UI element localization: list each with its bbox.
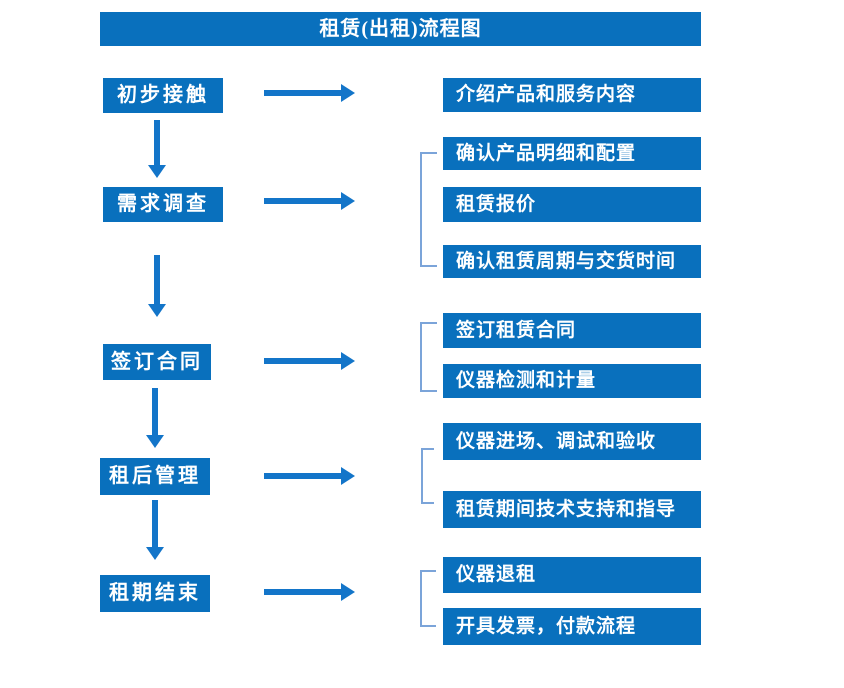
detail-box-instrument-setup-acceptance: 仪器进场、调试和验收: [443, 423, 701, 460]
arrow-head: [148, 165, 166, 178]
arrow-head: [146, 435, 164, 448]
arrow-shaft: [152, 388, 158, 436]
arrow-head: [148, 304, 166, 317]
step-box-sign-contract: 签订合同: [103, 344, 211, 380]
arrow-shaft: [154, 255, 160, 305]
arrow-down-icon: [146, 500, 164, 560]
arrow-down-icon: [148, 120, 166, 178]
detail-box-confirm-product-config: 确认产品明细和配置: [443, 137, 701, 170]
arrow-head: [341, 192, 355, 210]
detail-box-rental-quote: 租赁报价: [443, 187, 701, 222]
detail-box-tech-support-guidance: 租赁期间技术支持和指导: [443, 491, 701, 528]
detail-box-confirm-period-delivery: 确认租赁周期与交货时间: [443, 245, 701, 278]
arrow-head: [341, 583, 355, 601]
arrow-shaft: [264, 90, 342, 96]
group-bracket-icon: [420, 152, 437, 267]
detail-box-instrument-return: 仪器退租: [443, 557, 701, 593]
arrow-right-icon: [264, 583, 355, 601]
arrow-right-icon: [264, 467, 355, 485]
step-box-demand-survey: 需求调查: [103, 187, 223, 222]
arrow-down-icon: [148, 255, 166, 317]
arrow-shaft: [152, 500, 158, 548]
step-box-post-rental-management: 租后管理: [100, 458, 210, 495]
group-bracket-icon: [421, 448, 434, 504]
arrow-shaft: [264, 473, 342, 479]
detail-box-intro-products-services: 介绍产品和服务内容: [443, 78, 701, 112]
arrow-down-icon: [146, 388, 164, 448]
group-bracket-icon: [420, 322, 437, 392]
step-box-rental-end: 租期结束: [100, 575, 210, 612]
arrow-right-icon: [264, 352, 355, 370]
arrow-head: [341, 84, 355, 102]
arrow-shaft: [264, 589, 342, 595]
arrow-right-icon: [264, 192, 355, 210]
arrow-shaft: [154, 120, 160, 166]
group-bracket-icon: [420, 570, 436, 627]
arrow-shaft: [264, 358, 342, 364]
step-box-initial-contact: 初步接触: [103, 78, 223, 113]
arrow-head: [341, 467, 355, 485]
arrow-right-icon: [264, 84, 355, 102]
arrow-head: [341, 352, 355, 370]
detail-box-instrument-test-calibration: 仪器检测和计量: [443, 364, 701, 398]
flowchart-title: 租赁(出租)流程图: [100, 12, 701, 46]
arrow-head: [146, 547, 164, 560]
detail-box-invoice-payment: 开具发票，付款流程: [443, 608, 701, 645]
arrow-shaft: [264, 198, 342, 204]
detail-box-sign-rental-contract: 签订租赁合同: [443, 313, 701, 348]
